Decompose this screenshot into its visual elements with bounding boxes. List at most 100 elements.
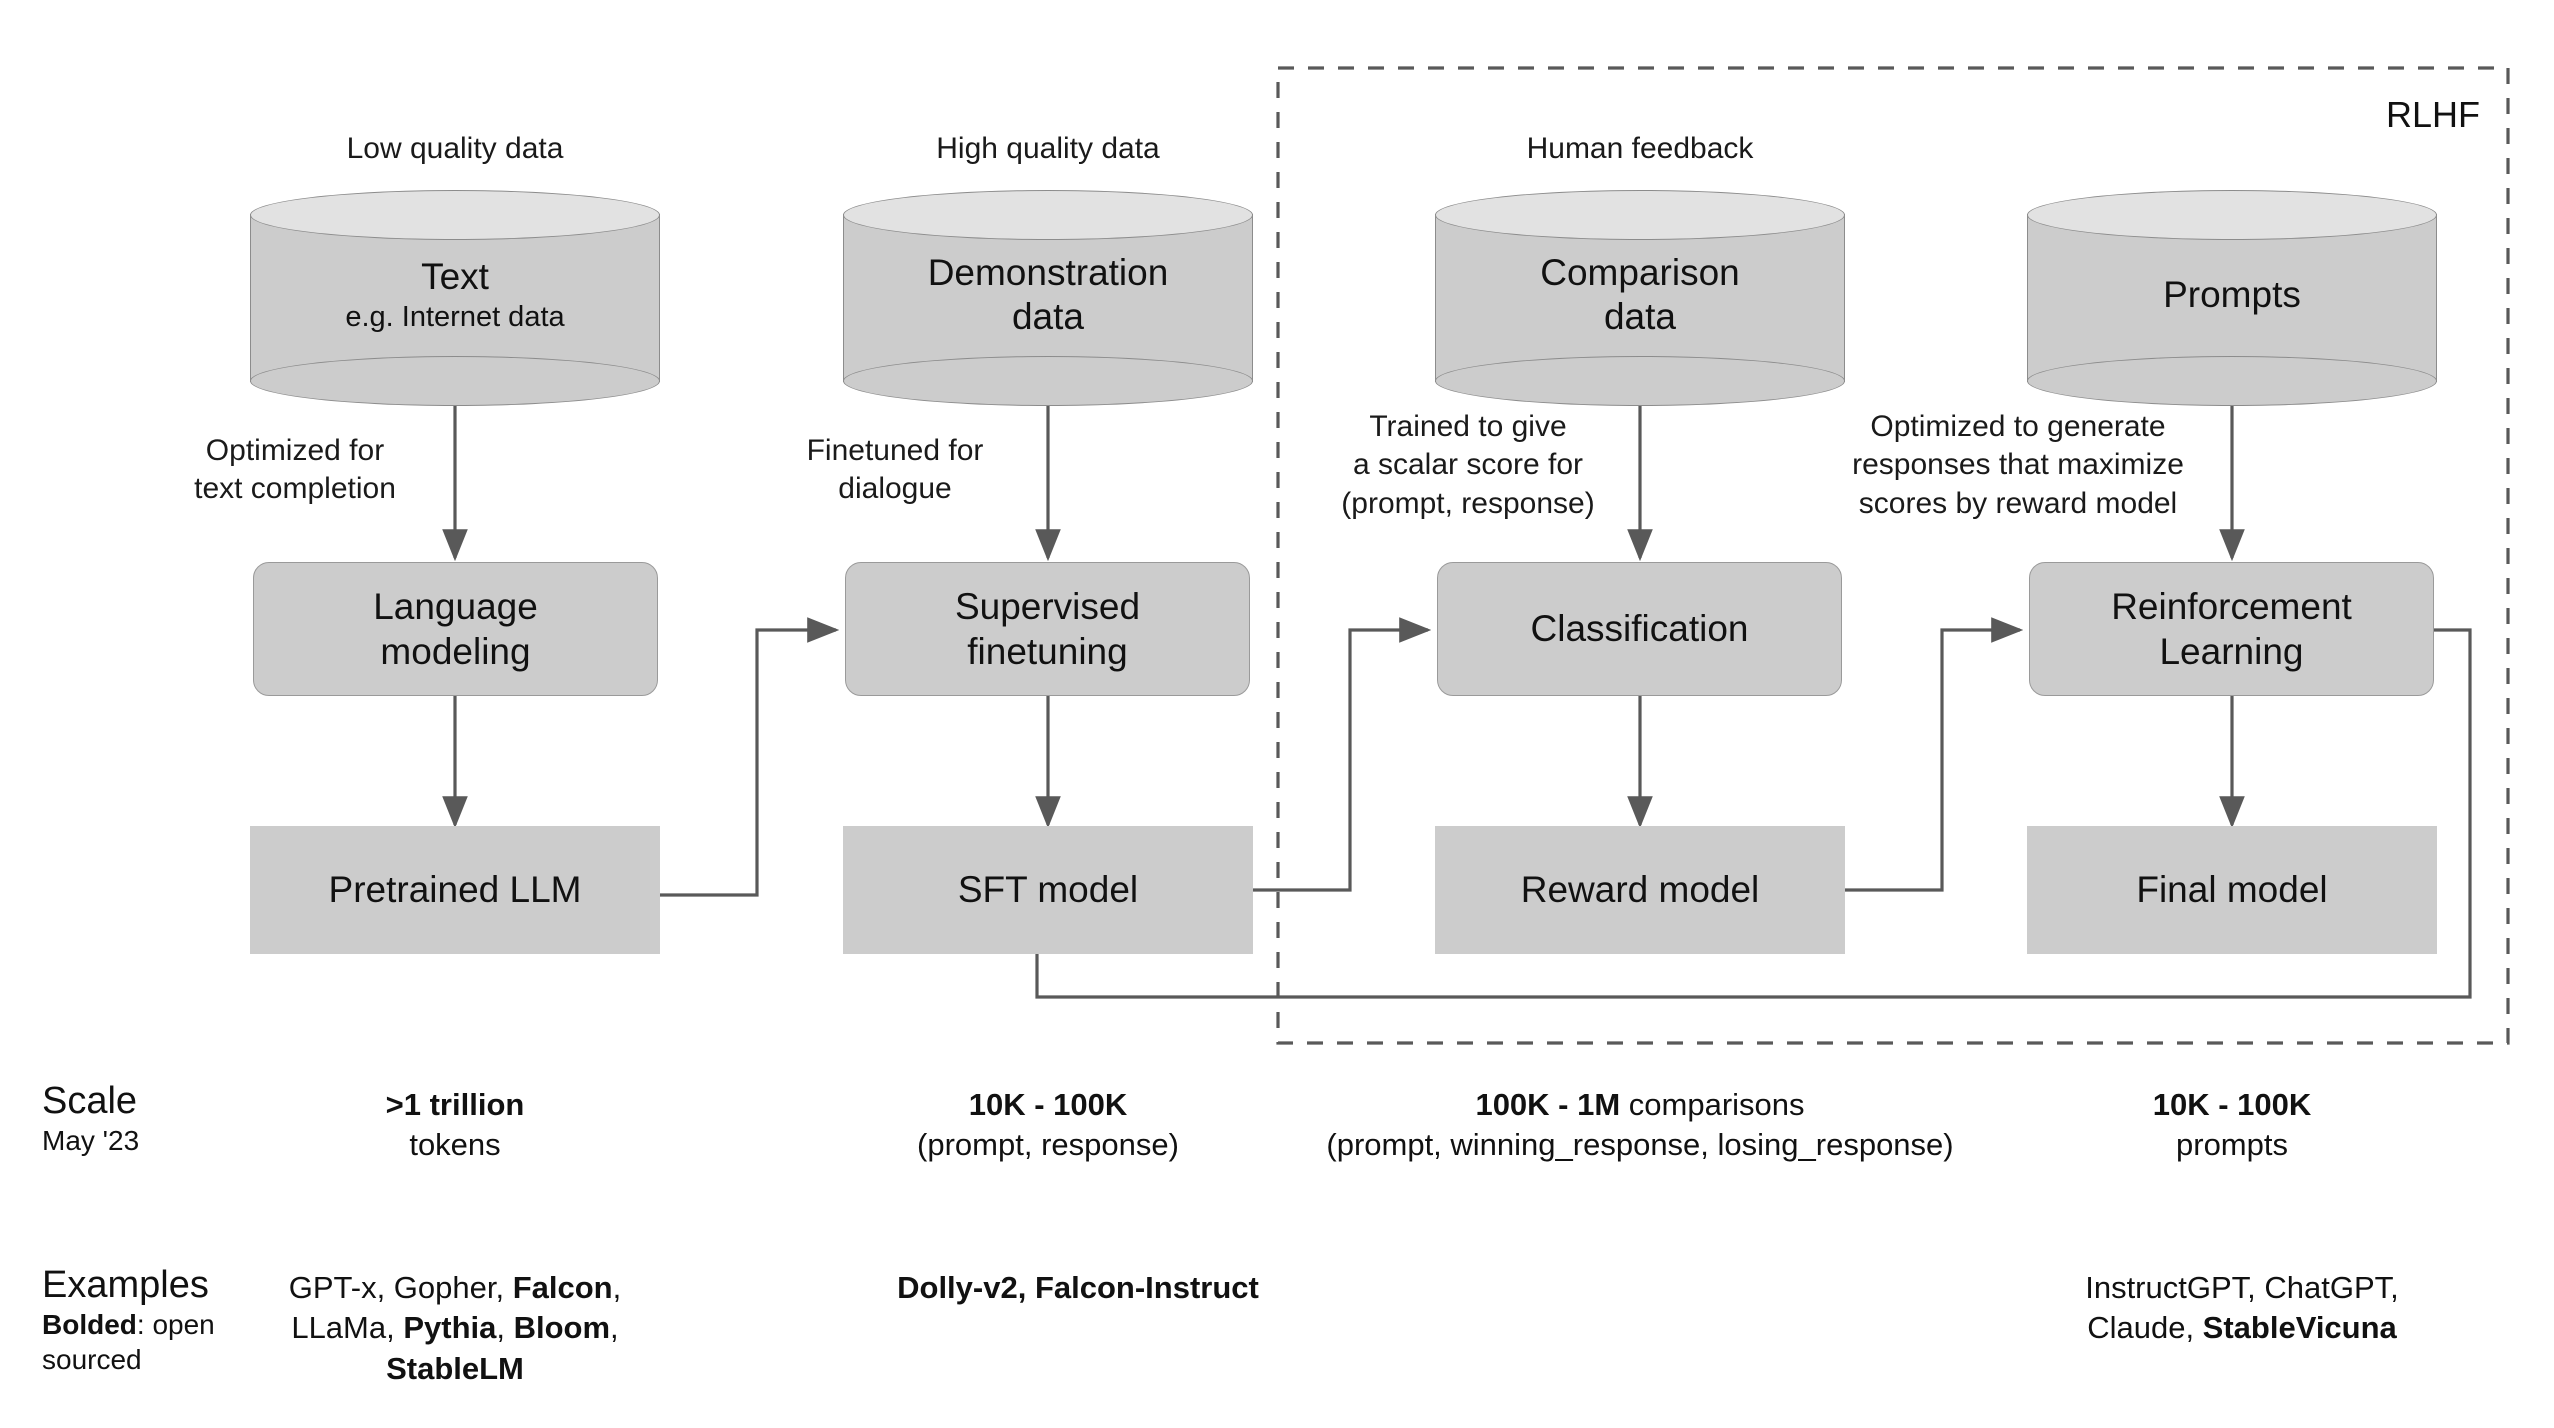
- cylinder-bottom: [1435, 356, 1845, 406]
- cylinder-top: [250, 190, 660, 240]
- datastore-prompts: Prompts: [2027, 190, 2437, 406]
- examples-note-line2: sourced: [42, 1343, 142, 1375]
- process-sft-line2: finetuning: [967, 631, 1128, 672]
- output-reward-model[interactable]: Reward model: [1435, 826, 1845, 954]
- edge-label-rm-line3: (prompt, response): [1341, 486, 1595, 520]
- arrow-sftmodel-to-cls: [1252, 617, 1432, 892]
- process-language-modeling[interactable]: Language modeling: [253, 562, 658, 696]
- scale-cell-rl: 10K - 100K prompts: [2032, 1085, 2432, 1166]
- examples-line: LLaMa, Pythia, Bloom,: [255, 1308, 655, 1348]
- datastore-prompts-title: Prompts: [2163, 273, 2301, 315]
- output-sft-model[interactable]: SFT model: [843, 826, 1253, 954]
- examples-run-bold: Bloom: [513, 1310, 611, 1346]
- cylinder-top: [1435, 190, 1845, 240]
- examples-run-bold: Dolly-v2, Falcon-Instruct: [897, 1270, 1259, 1305]
- edge-label-rm-line1: Trained to give: [1369, 410, 1567, 443]
- datastore-text-subtitle: e.g. Internet data: [345, 300, 565, 333]
- datastore-demonstration-label: Demonstration data: [843, 190, 1253, 382]
- edge-label-pretraining-line2: text completion: [194, 472, 396, 506]
- datastore-prompts-label: Prompts: [2027, 190, 2437, 382]
- edge-label-rl: Optimized to generate responses that max…: [1823, 408, 2213, 523]
- examples-run-bold: Pythia: [403, 1310, 497, 1346]
- caption-low-quality-data: Low quality data: [346, 132, 564, 165]
- process-rl-line2: Learning: [2159, 631, 2304, 672]
- examples-cell-pretraining: GPT-x, Gopher, Falcon,LLaMa, Pythia, Blo…: [255, 1268, 655, 1389]
- examples-cell-rl: InstructGPT, ChatGPT,Claude, StableVicun…: [2027, 1268, 2457, 1349]
- edge-label-rl-line1: Optimized to generate: [1870, 410, 2166, 443]
- scale-subheading-label: May '23: [42, 1125, 140, 1157]
- output-sft-model-label: SFT model: [957, 869, 1139, 911]
- output-pretrained-llm[interactable]: Pretrained LLM: [250, 826, 660, 954]
- examples-run: ,: [496, 1310, 514, 1346]
- datastore-demonstration-data: Demonstration data: [843, 190, 1253, 406]
- examples-note-bold: Bolded: [42, 1309, 137, 1341]
- scale-row-heading: Scale May '23: [42, 1078, 292, 1159]
- cylinder-body: [2027, 214, 2437, 382]
- cylinder-top: [843, 190, 1253, 240]
- datastore-demo-line2: data: [1011, 296, 1084, 337]
- output-reward-model-label: Reward model: [1520, 869, 1760, 911]
- scale-cell-4-second: prompts: [2176, 1127, 2288, 1163]
- process-lm-line2: modeling: [380, 631, 531, 672]
- examples-heading-label: Examples: [42, 1264, 209, 1306]
- process-classification[interactable]: Classification: [1437, 562, 1842, 696]
- scale-cell-3-bold: 100K - 1M: [1475, 1087, 1621, 1122]
- datastore-comparison-line2: data: [1603, 296, 1676, 337]
- output-final-model[interactable]: Final model: [2027, 826, 2437, 954]
- edge-label-rl-line2: responses that maximize: [1852, 448, 2184, 482]
- cylinder-top: [2027, 190, 2437, 240]
- cylinder-bottom: [250, 356, 660, 406]
- examples-run: LLaMa,: [291, 1310, 404, 1346]
- edge-label-pretraining-line1: Optimized for: [205, 434, 385, 467]
- output-pretrained-llm-label: Pretrained LLM: [328, 869, 582, 911]
- datastore-demo-line1: Demonstration: [927, 251, 1169, 293]
- examples-run-bold: StableVicuna: [2202, 1310, 2397, 1346]
- examples-line: StableLM: [255, 1349, 655, 1389]
- scale-cell-reward-modeling: 100K - 1M comparisons (prompt, winning_r…: [1270, 1085, 2010, 1166]
- examples-line: Dolly-v2, Falcon-Instruct: [848, 1268, 1308, 1308]
- examples-note-rest: : open: [136, 1309, 215, 1341]
- examples-line: GPT-x, Gopher, Falcon,: [255, 1268, 655, 1308]
- datastore-comparison-label: Comparison data: [1435, 190, 1845, 382]
- process-classification-label: Classification: [1530, 608, 1749, 650]
- datastore-text-label: Text e.g. Internet data: [250, 190, 660, 382]
- scale-cell-3-second: (prompt, winning_response, losing_respon…: [1326, 1127, 1954, 1163]
- examples-note-line1: Bolded: open: [42, 1308, 312, 1342]
- datastore-text: Text e.g. Internet data: [250, 190, 660, 406]
- rlhf-label: RLHF: [2385, 94, 2480, 135]
- scale-cell-2-second: (prompt, response): [917, 1127, 1179, 1163]
- caption-high-quality-data: High quality data: [936, 132, 1160, 165]
- datastore-text-title: Text: [421, 256, 489, 298]
- edge-label-sft: Finetuned for dialogue: [760, 432, 1030, 509]
- process-lm-line1: Language: [373, 585, 538, 627]
- edge-label-pretraining: Optimized for text completion: [150, 432, 440, 509]
- examples-run-bold: Falcon: [512, 1270, 613, 1305]
- scale-cell-pretraining: >1 trillion tokens: [255, 1085, 655, 1166]
- examples-run-bold: StableLM: [386, 1350, 524, 1386]
- scale-cell-1-second: tokens: [409, 1127, 501, 1163]
- examples-run: ,: [610, 1310, 619, 1346]
- edge-label-reward-modeling: Trained to give a scalar score for (prom…: [1313, 408, 1623, 523]
- examples-run: GPT-x, Gopher,: [288, 1270, 513, 1305]
- cylinder-bottom: [843, 356, 1253, 406]
- scale-cell-sft: 10K - 100K (prompt, response): [848, 1085, 1248, 1166]
- edge-label-rl-line3: scores by reward model: [1858, 486, 2178, 520]
- edge-label-rm-line2: a scalar score for: [1352, 448, 1584, 482]
- output-final-model-label: Final model: [2136, 869, 2328, 911]
- cylinder-body: [1435, 214, 1845, 382]
- edge-label-sft-line2: dialogue: [838, 472, 952, 506]
- examples-cell-sft: Dolly-v2, Falcon-Instruct: [848, 1268, 1308, 1308]
- examples-run: InstructGPT, ChatGPT,: [2085, 1270, 2399, 1305]
- process-reinforcement-learning[interactable]: Reinforcement Learning: [2029, 562, 2434, 696]
- examples-line: Claude, StableVicuna: [2027, 1308, 2457, 1348]
- datastore-comparison-data: Comparison data: [1435, 190, 1845, 406]
- scale-cell-4-bold: 10K - 100K: [2152, 1087, 2312, 1122]
- scale-cell-3-rest: comparisons: [1620, 1087, 1805, 1122]
- examples-line: InstructGPT, ChatGPT,: [2027, 1268, 2457, 1308]
- scale-cell-2-bold: 10K - 100K: [968, 1087, 1128, 1122]
- process-supervised-finetuning[interactable]: Supervised finetuning: [845, 562, 1250, 696]
- edge-label-sft-line1: Finetuned for: [806, 434, 984, 467]
- examples-run: ,: [612, 1270, 622, 1305]
- caption-human-feedback: Human feedback: [1526, 132, 1754, 165]
